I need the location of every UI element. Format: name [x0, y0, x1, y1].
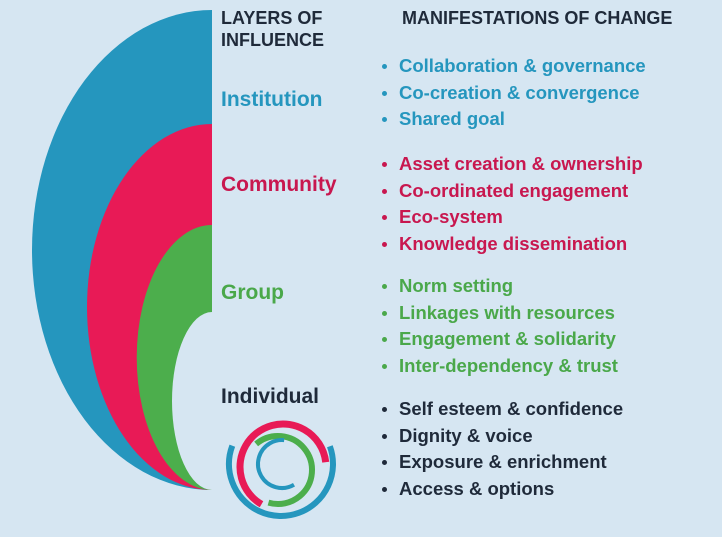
layers-of-influence-heading: LAYERS OF INFLUENCE: [221, 8, 324, 50]
list-item: Shared goal: [381, 106, 646, 133]
list-item: Access & options: [381, 476, 623, 503]
institution-label: Institution: [221, 88, 323, 111]
list-item: Dignity & voice: [381, 423, 623, 450]
community-label: Community: [221, 173, 337, 196]
list-item: Collaboration & governance: [381, 53, 646, 80]
community-manifestations-list: Asset creation & ownership Co-ordinated …: [381, 151, 643, 257]
list-item: Co-ordinated engagement: [381, 178, 643, 205]
list-item: Engagement & solidarity: [381, 326, 618, 353]
inner-cutout: [172, 312, 212, 490]
list-item: Eco-system: [381, 204, 643, 231]
list-item: Linkages with resources: [381, 300, 618, 327]
list-item: Exposure & enrichment: [381, 449, 623, 476]
individual-manifestations-list: Self esteem & confidence Dignity & voice…: [381, 396, 623, 502]
group-label: Group: [221, 281, 284, 304]
list-item: Asset creation & ownership: [381, 151, 643, 178]
list-item: Knowledge dissemination: [381, 231, 643, 258]
list-item: Inter-dependency & trust: [381, 353, 618, 380]
manifestations-of-change-heading: MANIFESTATIONS OF CHANGE: [402, 8, 673, 28]
list-item: Norm setting: [381, 273, 618, 300]
individual-label: Individual: [221, 385, 320, 408]
individual-swirl-icon: [226, 409, 336, 519]
group-manifestations-list: Norm setting Linkages with resources Eng…: [381, 273, 618, 379]
list-item: Co-creation & convergence: [381, 80, 646, 107]
institution-manifestations-list: Collaboration & governance Co-creation &…: [381, 53, 646, 133]
list-item: Self esteem & confidence: [381, 396, 623, 423]
